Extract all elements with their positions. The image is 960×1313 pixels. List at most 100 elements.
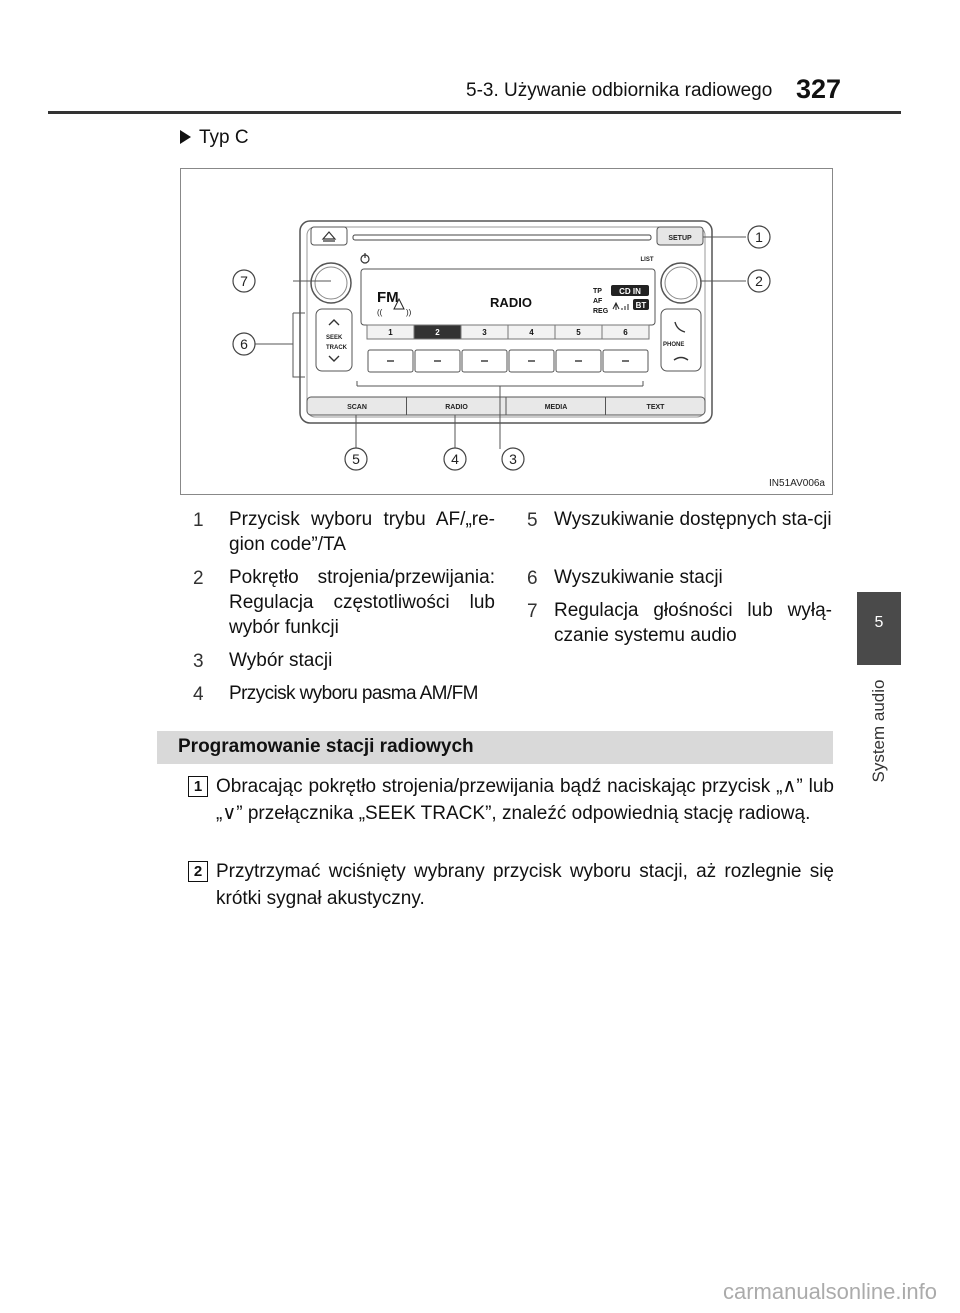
legend-item-5: 5 Wyszukiwanie dostępnych sta-cji xyxy=(527,507,833,557)
rds-icon: (( xyxy=(377,308,383,317)
preset-number: 5 xyxy=(576,328,581,337)
step-text: Przytrzymać wciśnięty wybrany przycisk w… xyxy=(216,861,834,909)
legend-text: Wyszukiwanie dostępnych sta-cji xyxy=(554,509,832,530)
callout-label: 6 xyxy=(240,336,248,352)
legend-text: Pokrętło strojenia/przewijania: Regulacj… xyxy=(229,567,495,638)
legend-number: 3 xyxy=(193,651,204,672)
callout-label: 4 xyxy=(451,451,459,467)
bt-badge xyxy=(633,299,649,310)
seek-track-rocker xyxy=(315,308,353,372)
section-heading-text: Programowanie stacji radiowych xyxy=(178,736,474,757)
signal-icon xyxy=(612,301,629,310)
chapter-tab: 5 xyxy=(857,592,901,665)
volume-knob xyxy=(310,262,352,304)
step-2: 2 Przytrzymać wciśnięty wybrany przycisk… xyxy=(188,858,834,914)
step-number-box: 1 xyxy=(188,776,208,797)
scan-button-label: SCAN xyxy=(347,404,367,411)
callout-label: 7 xyxy=(240,273,248,289)
callout-label: 3 xyxy=(509,451,517,467)
volume-knob-inner xyxy=(314,266,348,300)
legend-number: 5 xyxy=(527,510,538,531)
legend-item-7: 7 Regulacja głośności lub wyłą-czanie sy… xyxy=(527,598,833,648)
legend-text: Przycisk wyboru trybu AF/„re-gion code”/… xyxy=(229,509,495,555)
tp-indicator: TP xyxy=(593,288,602,295)
display-title: RADIO xyxy=(490,295,532,310)
callout-3 xyxy=(501,447,525,471)
callout-2 xyxy=(747,269,771,293)
callout-label: 1 xyxy=(755,229,763,245)
watermark: carmanualsonline.info xyxy=(722,1279,937,1304)
phone-hangup-icon xyxy=(673,356,689,361)
callout-5 xyxy=(344,447,368,471)
setup-button xyxy=(656,226,704,246)
preset-cell xyxy=(601,324,650,340)
cd-in-badge xyxy=(611,285,649,296)
callout-7 xyxy=(232,269,256,293)
preset-number: 2 xyxy=(435,328,440,337)
chapter-number: 5 xyxy=(874,614,884,631)
unit-inner-outline xyxy=(306,226,706,418)
legend-item-3: 3 Wybór stacji xyxy=(193,648,495,674)
track-label: TRACK xyxy=(326,345,348,351)
media-button-label: MEDIA xyxy=(545,404,568,411)
unit-outline xyxy=(299,220,713,424)
legend-text: Wybór stacji xyxy=(229,650,333,671)
eject-button xyxy=(310,226,348,246)
subheading-text: Typ C xyxy=(199,127,249,148)
chevron-up-icon xyxy=(328,319,340,326)
phone-label: PHONE xyxy=(663,342,684,348)
cd-slot xyxy=(352,234,652,241)
legend-item-1: 1 Przycisk wyboru trybu AF/„re-gion code… xyxy=(193,507,495,557)
legend-item-4: 4 Przycisk wyboru pasma AM/FM xyxy=(193,681,495,707)
radio-illustration: SETUP LIST FM (( )) RADIO TP AF REG CD I… xyxy=(180,168,833,495)
svg-text:)): )) xyxy=(406,308,412,317)
text-button-label: TEXT xyxy=(647,404,666,411)
legend-number: 1 xyxy=(193,510,204,531)
traffic-icon xyxy=(393,297,405,310)
legend-number: 6 xyxy=(527,568,538,589)
preset-number: 1 xyxy=(388,328,393,337)
seek-label: SEEK xyxy=(326,335,343,341)
af-indicator: AF xyxy=(593,298,603,305)
legend-text: Wyszukiwanie stacji xyxy=(554,567,723,588)
step-text: Obracając pokrętło strojenia/przewijania… xyxy=(216,776,834,824)
running-header: 5-3. Używanie odbiornika radiowego xyxy=(466,80,773,101)
preset-number: 4 xyxy=(529,328,534,337)
tune-knob xyxy=(660,262,702,304)
chapter-label: System audio xyxy=(857,672,901,790)
bt-text: BT xyxy=(636,301,647,310)
chapter-label-text: System audio xyxy=(869,679,888,783)
callout-label: 5 xyxy=(352,451,360,467)
triangle-bullet-icon xyxy=(180,130,191,144)
phone-answer-icon xyxy=(674,321,686,333)
legend-text: Regulacja głośności lub wyłą-czanie syst… xyxy=(554,600,832,646)
header-rule xyxy=(48,111,901,114)
subheading: Typ C xyxy=(180,127,249,149)
step-1: 1 Obracając pokrętło strojenia/przewijan… xyxy=(188,773,834,857)
cd-in-text: CD IN xyxy=(619,287,641,296)
leader-3 xyxy=(356,381,644,449)
legend-item-6: 6 Wyszukiwanie stacji xyxy=(527,565,833,591)
preset-buttons xyxy=(367,349,649,373)
legend-text: Przycisk wyboru pasma AM/FM xyxy=(229,683,478,704)
preset-number: 3 xyxy=(482,328,487,337)
radio-button-label: RADIO xyxy=(445,404,468,411)
eject-icon xyxy=(321,231,337,242)
callout-4 xyxy=(443,447,467,471)
callout-label: 2 xyxy=(755,273,763,289)
callout-6 xyxy=(232,332,256,356)
leader-6 xyxy=(255,312,305,378)
step-number-box: 2 xyxy=(188,861,208,882)
section-heading: Programowanie stacji radiowych xyxy=(157,731,833,764)
setup-label: SETUP xyxy=(668,235,692,242)
preset-number: 6 xyxy=(623,328,628,337)
legend-number: 4 xyxy=(193,684,204,705)
display-band: FM xyxy=(377,289,399,306)
phone-rocker xyxy=(660,308,702,372)
reg-indicator: REG xyxy=(593,308,609,315)
radio-panel-drawing: SETUP LIST FM (( )) RADIO TP AF REG CD I… xyxy=(232,220,771,471)
page-number: 327 xyxy=(796,74,842,104)
list-label: LIST xyxy=(641,257,654,263)
tune-knob-inner xyxy=(664,266,698,300)
legend-number: 7 xyxy=(527,601,538,622)
